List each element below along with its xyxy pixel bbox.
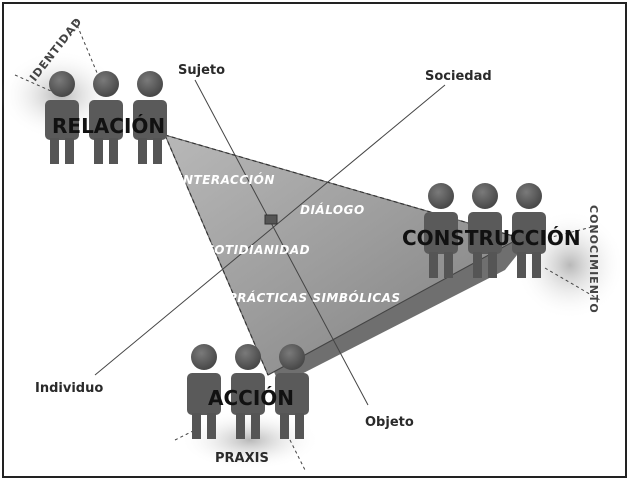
edge-relacion-construccion [164,134,521,239]
ray-praxis [174,429,196,441]
center-marker [264,214,278,225]
axis-label-sociedad: Sociedad [425,69,492,84]
axis-label-sujeto: Sujeto [178,63,225,78]
plane-label-interaccion: INTERACCIÓN [178,172,275,187]
ray-identidad-2 [74,19,101,81]
edge-relacion-accion [164,134,269,376]
ray-conocimiento [547,224,601,239]
corner-label-praxis: PRAXIS [215,451,269,466]
axis-label-objeto: Objeto [365,415,414,430]
axis-sujeto-objeto [194,79,369,406]
axis-sociedad-individuo [94,84,446,376]
relacion-figures [45,71,167,164]
plane-label-cotidianidad: COTIDIANIDAD [205,243,310,257]
accion-label: ACCIÓN [208,386,294,410]
plane-label-practicas: PRÁCTICAS SIMBÓLICAS [228,290,401,305]
accion-figures [187,344,309,439]
ray-conocimiento-2 [544,267,601,301]
plane-label-dialogo: DIÁLOGO [300,202,365,217]
relacion-label: RELACIÓN [52,114,165,138]
corner-label-conocimiento: CONOCIMIENTO [587,205,600,314]
axis-label-individuo: Individuo [35,381,103,396]
ray-identidad [14,74,61,96]
construccion-label: CONSTRUCCIÓN [402,226,581,250]
construccion-figures [424,183,546,278]
